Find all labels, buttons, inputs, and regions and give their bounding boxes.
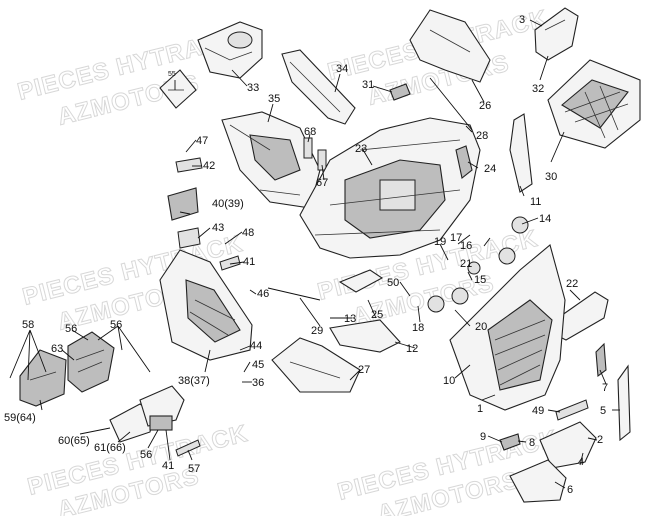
- part-59-left-footrest: [19, 349, 67, 407]
- part-57-bar: [175, 439, 201, 457]
- part-33-dash-cover: [197, 21, 263, 79]
- callout-labels: 3 32 26 28 30 11 14 24 23 31 34 33 55 35…: [4, 14, 608, 496]
- callout-56-c: 56: [140, 449, 152, 461]
- part-49-strip: [555, 399, 589, 421]
- callout-55: 55: [168, 71, 176, 78]
- callout-59-64: 59(64): [4, 412, 36, 424]
- callout-57: 57: [188, 463, 200, 475]
- part-60-61-brackets: [109, 385, 185, 443]
- part-1-front-bumper: [449, 244, 566, 411]
- part-12-lower-cover: [329, 319, 401, 353]
- part-31-cap: [389, 83, 411, 101]
- part-29-rod: [267, 287, 321, 301]
- part-6-skid: [509, 459, 567, 503]
- callout-63: 63: [51, 343, 63, 355]
- part-15-20-21-lamps: [427, 261, 481, 313]
- callout-14: 14: [539, 213, 551, 225]
- part-5-trim: [617, 364, 631, 442]
- callout-3: 3: [519, 14, 525, 26]
- callout-12: 12: [406, 343, 418, 355]
- callout-67: 67: [316, 177, 328, 189]
- part-40-grip: [167, 187, 199, 221]
- callout-17: 17: [450, 232, 462, 244]
- callout-9: 9: [480, 431, 486, 443]
- callout-46: 46: [257, 288, 269, 300]
- part-42-clip: [175, 157, 203, 173]
- part-41-bolt: [219, 255, 241, 271]
- part-14-lights: [498, 216, 529, 265]
- callout-68: 68: [304, 126, 316, 138]
- callout-61-66: 61(66): [94, 442, 126, 454]
- callout-43: 43: [212, 222, 224, 234]
- part-34-frame: [281, 49, 356, 125]
- callout-2: 2: [597, 434, 603, 446]
- callout-30: 30: [545, 171, 557, 183]
- callout-47: 47: [196, 135, 208, 147]
- part-26-top-front-cover: [409, 9, 491, 83]
- callout-48: 48: [242, 227, 254, 239]
- callout-18: 18: [412, 322, 424, 334]
- callout-50: 50: [387, 277, 399, 289]
- callout-8: 8: [529, 437, 535, 449]
- callout-41: 41: [243, 256, 255, 268]
- callout-32: 32: [532, 83, 544, 95]
- part-7-trim: [595, 342, 607, 378]
- callout-20: 20: [475, 321, 487, 333]
- part-63-right-footrest: [67, 331, 115, 393]
- callout-15: 15: [474, 274, 486, 286]
- part-28-rod: [429, 77, 473, 131]
- part-23-body-tub: [299, 117, 481, 259]
- callout-11: 11: [530, 196, 541, 208]
- part-8-bracket: [499, 433, 521, 451]
- part-38-footwell: [159, 249, 253, 361]
- callout-26: 26: [479, 100, 491, 112]
- callout-29: 29: [311, 325, 323, 337]
- callout-22: 22: [566, 278, 578, 290]
- callout-40-39: 40(39): [212, 198, 244, 210]
- callout-24: 24: [484, 163, 496, 175]
- callout-21: 21: [460, 258, 472, 270]
- callout-10: 10: [443, 375, 455, 387]
- callout-56-b: 56: [110, 319, 122, 331]
- callout-56-a: 56: [65, 323, 77, 335]
- callout-42: 42: [203, 160, 215, 172]
- callout-27: 27: [358, 364, 370, 376]
- callout-4: 4: [578, 456, 584, 468]
- callout-36: 36: [252, 377, 264, 389]
- callout-28: 28: [476, 130, 488, 142]
- callout-60-65: 60(65): [58, 435, 90, 447]
- callout-19: 19: [434, 236, 446, 248]
- part-35-front-fairing: [221, 111, 321, 209]
- part-24-side-trim: [455, 145, 473, 179]
- callout-6: 6: [567, 484, 573, 496]
- callout-44: 44: [250, 340, 262, 352]
- part-30-rack: [547, 59, 641, 149]
- callout-7: 7: [602, 382, 608, 394]
- callout-25: 25: [371, 309, 383, 321]
- part-25-mid-cover: [338, 269, 384, 293]
- callout-16: 16: [460, 240, 472, 252]
- callout-33: 33: [247, 82, 259, 94]
- callout-23: 23: [355, 143, 367, 155]
- callout-38-37: 38(37): [178, 375, 210, 387]
- part-11-strut: [509, 113, 533, 193]
- callout-13: 13: [344, 313, 356, 325]
- callout-35: 35: [268, 93, 280, 105]
- callout-49: 49: [532, 405, 544, 417]
- callout-34: 34: [336, 63, 348, 75]
- part-43-clip: [177, 227, 201, 249]
- callout-1: 1: [477, 403, 483, 415]
- callout-41-b: 41: [162, 460, 174, 472]
- callout-58: 58: [22, 319, 34, 331]
- part-67-68-brackets: [303, 137, 327, 171]
- callout-45: 45: [252, 359, 264, 371]
- callout-31: 31: [362, 79, 374, 91]
- part-32-panel: [534, 7, 579, 61]
- callout-5: 5: [600, 405, 606, 417]
- part-55-sticker: [159, 69, 197, 109]
- leader-lines: [9, 19, 620, 489]
